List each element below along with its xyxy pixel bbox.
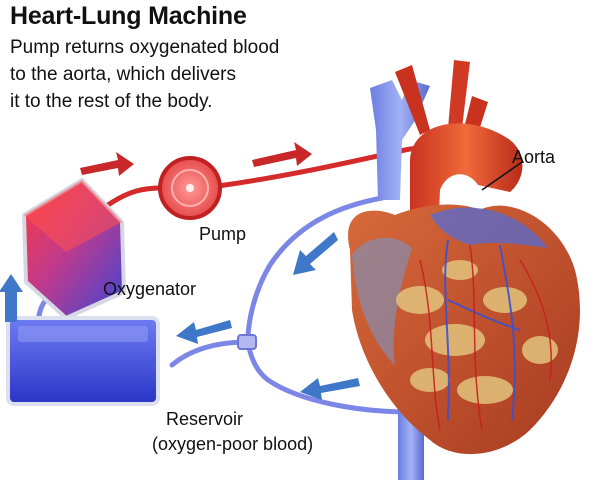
description-line-1: Pump returns oxygenated blood [10, 37, 280, 58]
tube-oxygenated-to-pump [105, 185, 165, 208]
oxygenator-label: Oxygenator [103, 279, 197, 299]
description-line-2: to the aorta, which delivers [10, 64, 237, 85]
reservoir [6, 316, 160, 406]
tube-vena-cava-lower [245, 339, 413, 415]
pump [158, 156, 222, 220]
arrow-blue-lower [300, 378, 360, 400]
arrow-blue-up [0, 274, 23, 322]
heart [348, 204, 580, 455]
arrow-blue-to-reservoir [176, 320, 232, 344]
tube-to-reservoir [169, 339, 251, 368]
description-line-3: it to the rest of the body. [10, 91, 213, 112]
tube-connector [237, 334, 257, 350]
arrow-red-to-pump [80, 152, 134, 176]
pump-label: Pump [199, 224, 247, 244]
aorta-pointer-line [481, 161, 523, 191]
arrow-red-to-aorta [252, 142, 312, 167]
reservoir-label: Reservoir [166, 409, 244, 429]
tube-vena-cava-upper [245, 195, 385, 343]
arrow-blue-down-left [293, 232, 338, 275]
aorta-label: Aorta [512, 147, 556, 167]
diagram-title: Heart-Lung Machine [10, 2, 247, 30]
oxygenator [22, 178, 126, 320]
flow-arrows [0, 142, 360, 400]
reservoir-note-label: (oxygen-poor blood) [152, 434, 314, 454]
